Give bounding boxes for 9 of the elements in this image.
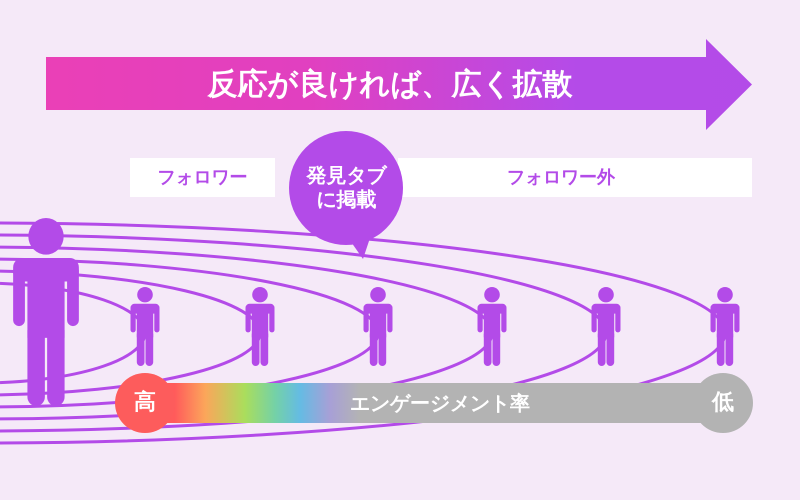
scale-end-label: 高 <box>134 390 156 416</box>
label-panel <box>398 158 752 197</box>
banner-text: 反応が良ければ、広く拡散 <box>208 66 572 102</box>
scale-end-label: 低 <box>712 390 734 416</box>
scale-end-circle <box>115 373 175 433</box>
scale-label: エンゲージメント率 <box>350 391 530 415</box>
label-text: フォロワー <box>158 166 248 188</box>
bubble-text: 発見タブに掲載 <box>305 163 388 211</box>
label-text: フォロワー外 <box>507 166 615 188</box>
